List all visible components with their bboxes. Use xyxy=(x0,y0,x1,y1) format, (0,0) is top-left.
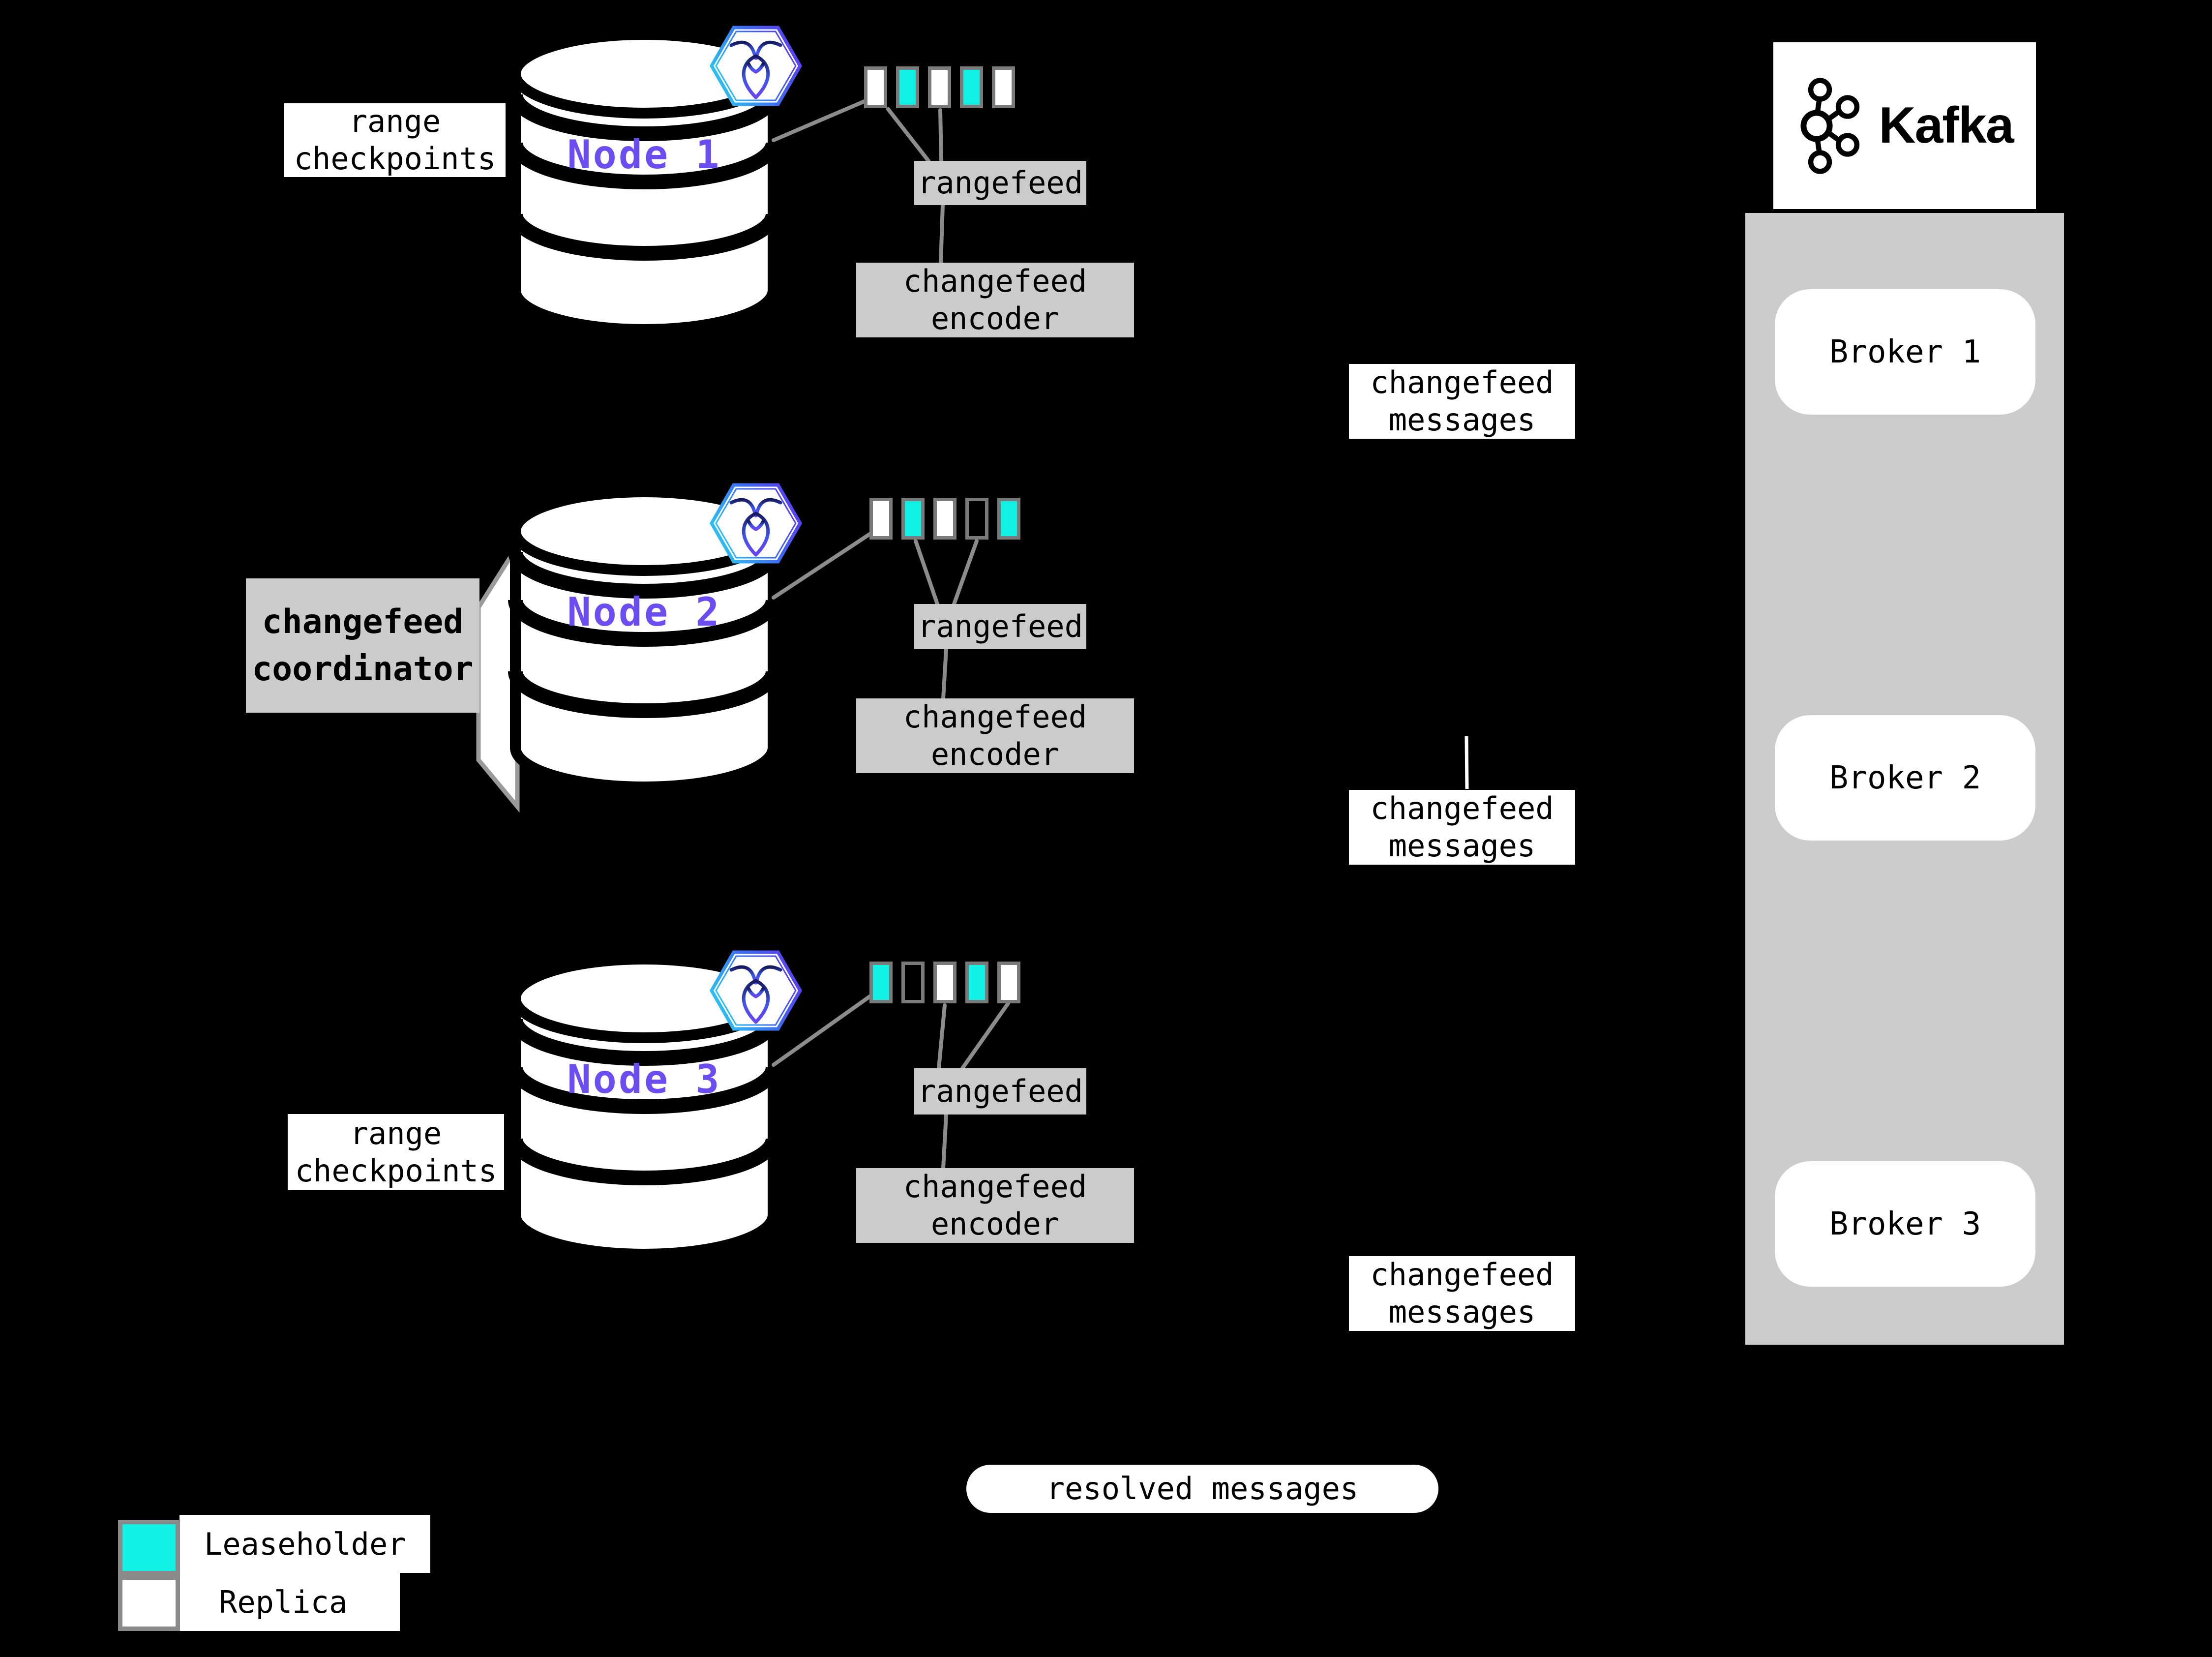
legend-replica-label: Replica xyxy=(219,1584,348,1620)
connector-node2-to-ranges xyxy=(772,532,872,600)
messages-2-line2: messages xyxy=(1388,828,1536,864)
connector-range4-to-rangefeed2 xyxy=(952,539,979,606)
legend-leaseholder-label-box: Leaseholder xyxy=(179,1515,430,1573)
node3-range-row xyxy=(869,962,1020,1003)
rangefeed-label-3: rangefeed xyxy=(918,1073,1083,1109)
range-checkpoints-label-2: range checkpoints xyxy=(288,1114,504,1190)
coordinator-line1: changefeed xyxy=(262,602,464,641)
node1-range-row xyxy=(864,66,1015,108)
changefeed-coordinator-box: changefeed coordinator xyxy=(246,578,479,713)
node2-range-3 xyxy=(933,498,957,540)
resolved-messages-label: resolved messages xyxy=(1046,1471,1359,1506)
encoder-2-line2: encoder xyxy=(930,736,1060,772)
node1-label: Node 1 xyxy=(567,132,721,178)
node1-cylinder xyxy=(508,29,780,335)
range-checkpoints-2-line1: range xyxy=(350,1115,442,1151)
changefeed-encoder-box-1: changefeed encoder xyxy=(856,263,1134,337)
encoder-1-line1: changefeed xyxy=(903,263,1087,299)
connector-range3-to-rangefeed1 xyxy=(938,108,943,163)
node3-label: Node 3 xyxy=(567,1056,721,1102)
cockroachdb-icon-node2 xyxy=(709,483,803,564)
node2-range-row xyxy=(869,498,1020,540)
cockroachdb-icon-node1 xyxy=(709,26,803,106)
connector-lines xyxy=(772,99,1010,1170)
node3-range-4 xyxy=(965,962,988,1003)
messages-2-line1: changefeed xyxy=(1370,790,1554,826)
encoder-3-line2: encoder xyxy=(930,1206,1060,1242)
broker-1-label: Broker 1 xyxy=(1829,333,1981,370)
connector-range1-to-rangefeed1 xyxy=(886,107,930,163)
legend-leaseholder-label: Leaseholder xyxy=(204,1526,406,1562)
messages-3-line1: changefeed xyxy=(1370,1257,1554,1293)
range-checkpoints-1-line2: checkpoints xyxy=(294,141,496,177)
rangefeed-label-2: rangefeed xyxy=(918,608,1083,644)
coordinator-line2: coordinator xyxy=(252,649,474,689)
kafka-wordmark: Kafka xyxy=(1879,97,2014,154)
connector-range3-to-rangefeed3 xyxy=(937,1003,947,1070)
encoder-2-line1: changefeed xyxy=(903,699,1087,735)
node3-range-3 xyxy=(933,962,957,1003)
broker-2-label: Broker 2 xyxy=(1829,759,1981,796)
node2-range-5 xyxy=(997,498,1020,540)
messages-1-line2: messages xyxy=(1388,402,1536,438)
rangefeed-box-1: rangefeed xyxy=(914,161,1086,205)
rangefeed-box-3: rangefeed xyxy=(914,1068,1086,1115)
white-connector-tick xyxy=(1465,736,1469,789)
kafka-logo-card: Kafka xyxy=(1773,42,2036,209)
node1-range-4 xyxy=(960,66,983,108)
broker-3: Broker 3 xyxy=(1775,1161,2035,1287)
changefeed-messages-label-2: changefeed messages xyxy=(1349,790,1575,865)
rangefeed-box-2: rangefeed xyxy=(914,604,1086,649)
connector-rangefeed2-to-encoder2 xyxy=(941,647,948,700)
changefeed-messages-label-1: changefeed messages xyxy=(1349,364,1575,439)
connector-node1-to-ranges xyxy=(772,99,867,142)
changefeed-encoder-box-2: changefeed encoder xyxy=(856,698,1134,773)
changefeed-encoder-box-3: changefeed encoder xyxy=(856,1168,1134,1243)
node3-cylinder xyxy=(508,954,780,1260)
cockroachdb-icon-node3 xyxy=(709,950,803,1031)
node1-range-1 xyxy=(864,66,887,108)
node1-range-2 xyxy=(896,66,919,108)
connector-node3-to-ranges xyxy=(772,994,872,1067)
node1-range-5 xyxy=(992,66,1015,108)
legend-replica-label-box: Replica xyxy=(179,1573,400,1631)
encoder-1-line2: encoder xyxy=(930,301,1060,336)
legend-replica-swatch xyxy=(118,1575,180,1631)
node2-range-4 xyxy=(965,498,988,540)
legend-leaseholder-swatch xyxy=(118,1520,180,1575)
messages-1-line1: changefeed xyxy=(1370,364,1554,400)
resolved-messages-pill: resolved messages xyxy=(966,1465,1438,1513)
node3-range-2 xyxy=(901,962,925,1003)
connector-rangefeed1-to-encoder1 xyxy=(939,203,945,265)
node1-range-3 xyxy=(928,66,951,108)
rangefeed-label-1: rangefeed xyxy=(918,165,1083,201)
connector-range2-to-rangefeed2 xyxy=(914,539,939,606)
range-checkpoints-label-1: range checkpoints xyxy=(284,103,506,177)
connector-range5-to-rangefeed3 xyxy=(960,1001,1010,1070)
range-checkpoints-2-line2: checkpoints xyxy=(295,1152,497,1189)
encoder-3-line1: changefeed xyxy=(903,1169,1087,1205)
broker-1: Broker 1 xyxy=(1775,289,2035,415)
node2-label: Node 2 xyxy=(567,589,721,635)
changefeed-messages-label-3: changefeed messages xyxy=(1349,1256,1575,1331)
broker-2: Broker 2 xyxy=(1775,715,2035,841)
broker-3-label: Broker 3 xyxy=(1829,1205,1981,1242)
node3-range-5 xyxy=(997,962,1020,1003)
kafka-icon xyxy=(1800,77,1860,174)
node2-range-1 xyxy=(869,498,893,540)
node3-range-1 xyxy=(869,962,893,1003)
node2-cylinder xyxy=(508,486,780,792)
messages-3-line2: messages xyxy=(1388,1294,1536,1330)
node2-range-2 xyxy=(901,498,925,540)
connector-rangefeed3-to-encoder3 xyxy=(941,1113,948,1170)
range-checkpoints-1-line1: range xyxy=(349,103,441,139)
